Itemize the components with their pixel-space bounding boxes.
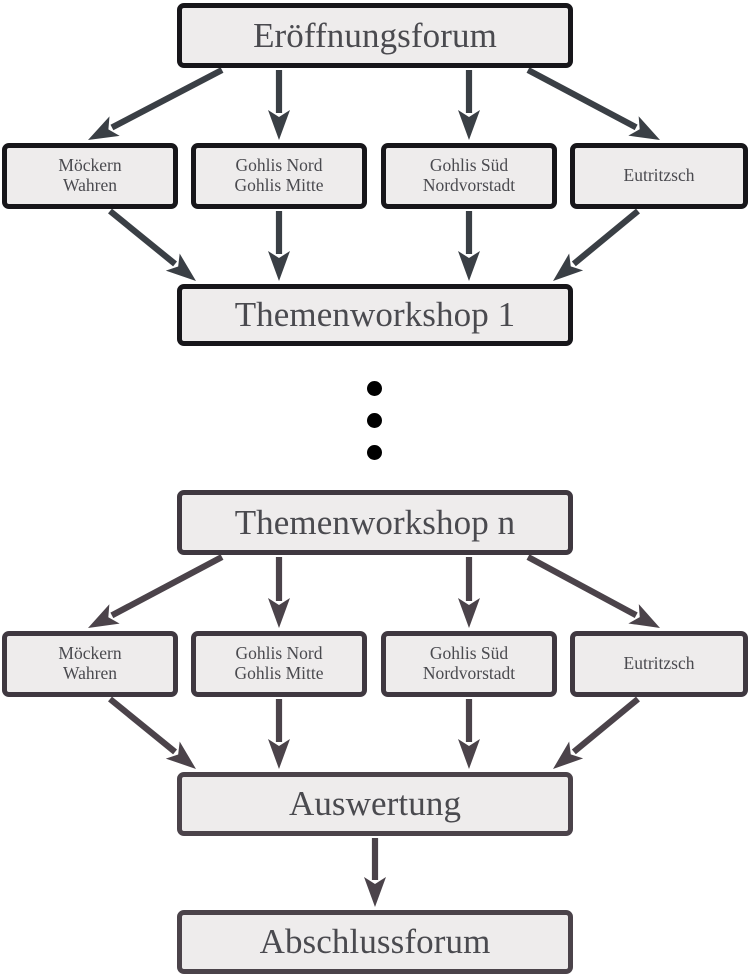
arrow-shaft (108, 208, 178, 267)
arrow-gohlis-sued-nordvorstadt-bottom-to-auswertung (458, 699, 480, 769)
node-themenworkshop-1[interactable]: Themenworkshop 1 (177, 284, 573, 346)
arrow-head (268, 598, 290, 628)
arrow-shaft (108, 696, 178, 755)
node-label-line: Gohlis Mitte (234, 663, 324, 683)
arrow-head (628, 116, 660, 140)
arrow-eroeffnungsforum-to-gohlis-sued-nordvorstadt-top (458, 70, 480, 140)
arrow-shaft (110, 554, 224, 619)
arrow-gohlis-sued-nordvorstadt-top-to-themenworkshop-1 (458, 211, 480, 281)
node-label-line: Gohlis Süd (429, 643, 509, 664)
node-label: Abschlussforum (260, 922, 491, 961)
arrow-head (268, 110, 290, 140)
node-label-line: Nordvorstadt (422, 175, 516, 195)
arrow-moeckern-wahren-top-to-themenworkshop-1 (108, 208, 196, 281)
node-label: Themenworkshop n (235, 503, 516, 542)
vertical-ellipsis-icon (367, 381, 382, 460)
arrow-shaft (526, 554, 638, 618)
arrow-themenworkshop-n-to-gohlis-nord-mitte-bottom (268, 557, 290, 628)
node-label-line: Gohlis Nord (235, 155, 323, 176)
arrow-themenworkshop-n-to-moeckern-wahren-bottom (88, 554, 224, 628)
arrow-eutritzsch-top-to-themenworkshop-1 (553, 208, 640, 281)
arrow-head (268, 251, 290, 281)
node-label-line: Wahren (63, 663, 117, 683)
node-eroeffnungsforum[interactable]: Eröffnungsforum (177, 3, 573, 68)
node-themenworkshop-n[interactable]: Themenworkshop n (177, 490, 573, 555)
arrow-gohlis-nord-mitte-top-to-themenworkshop-1 (268, 211, 290, 281)
arrow-head (165, 253, 196, 281)
ellipsis-dot (367, 381, 382, 396)
node-label-line: Auswertung (288, 784, 462, 824)
arrow-head (364, 877, 386, 907)
arrow-themenworkshop-n-to-eutritzsch-bottom (526, 554, 660, 628)
arrow-head (165, 741, 196, 769)
arrow-eroeffnungsforum-to-eutritzsch-top (526, 67, 660, 140)
arrow-head (553, 253, 584, 281)
arrow-head (553, 741, 584, 769)
node-abschlussforum[interactable]: Abschlussforum (177, 910, 573, 974)
node-label-line: Gohlis Mitte (234, 175, 324, 195)
node-label-line: Eutritzsch (623, 165, 695, 186)
arrow-head (88, 116, 120, 140)
node-label-line: Eutritzsch (623, 653, 695, 674)
node-label-line: Nordvorstadt (422, 663, 516, 683)
arrow-shaft (571, 696, 640, 755)
arrow-themenworkshop-n-to-gohlis-sued-nordvorstadt-bottom (458, 557, 480, 628)
arrow-head (458, 739, 480, 769)
ellipsis-dot (367, 413, 382, 428)
node-label: Eutritzsch (624, 654, 695, 674)
arrow-shaft (110, 67, 224, 131)
node-label-line: Gohlis Nord (235, 643, 323, 664)
node-label-line: Themenworkshop 1 (234, 295, 516, 335)
node-label: Auswertung (289, 784, 461, 823)
node-label-line: Themenworkshop n (234, 502, 516, 542)
node-label-line: Gohlis Süd (429, 155, 509, 176)
arrow-head (458, 110, 480, 140)
arrow-shaft (526, 67, 638, 131)
ellipsis-dot (367, 445, 382, 460)
node-label: Themenworkshop 1 (235, 295, 516, 334)
arrow-head (458, 251, 480, 281)
node-auswertung[interactable]: Auswertung (177, 772, 573, 836)
node-label-line: Abschlussforum (259, 922, 491, 962)
node-eutritzsch-top[interactable]: Eutritzsch (570, 143, 748, 209)
arrow-eroeffnungsforum-to-moeckern-wahren-top (88, 67, 224, 140)
arrow-head (268, 739, 290, 769)
node-label-line: Eröffnungsforum (253, 15, 497, 55)
node-label-line: Möckern (58, 643, 122, 664)
arrow-gohlis-nord-mitte-bottom-to-auswertung (268, 699, 290, 769)
node-label-line: Möckern (58, 155, 122, 176)
node-label-line: Wahren (63, 175, 117, 195)
node-eutritzsch-bottom[interactable]: Eutritzsch (570, 631, 748, 697)
arrow-moeckern-wahren-bottom-to-auswertung (108, 696, 196, 769)
arrow-eroeffnungsforum-to-gohlis-nord-mitte-top (268, 70, 290, 140)
arrow-head (88, 604, 120, 628)
node-label: Eröffnungsforum (253, 16, 497, 55)
arrow-head (458, 598, 480, 628)
node-label: Eutritzsch (624, 166, 695, 186)
arrow-eutritzsch-bottom-to-auswertung (553, 696, 640, 769)
arrow-auswertung-to-abschlussforum (364, 838, 386, 907)
arrow-shaft (571, 208, 640, 267)
arrow-head (628, 604, 660, 628)
